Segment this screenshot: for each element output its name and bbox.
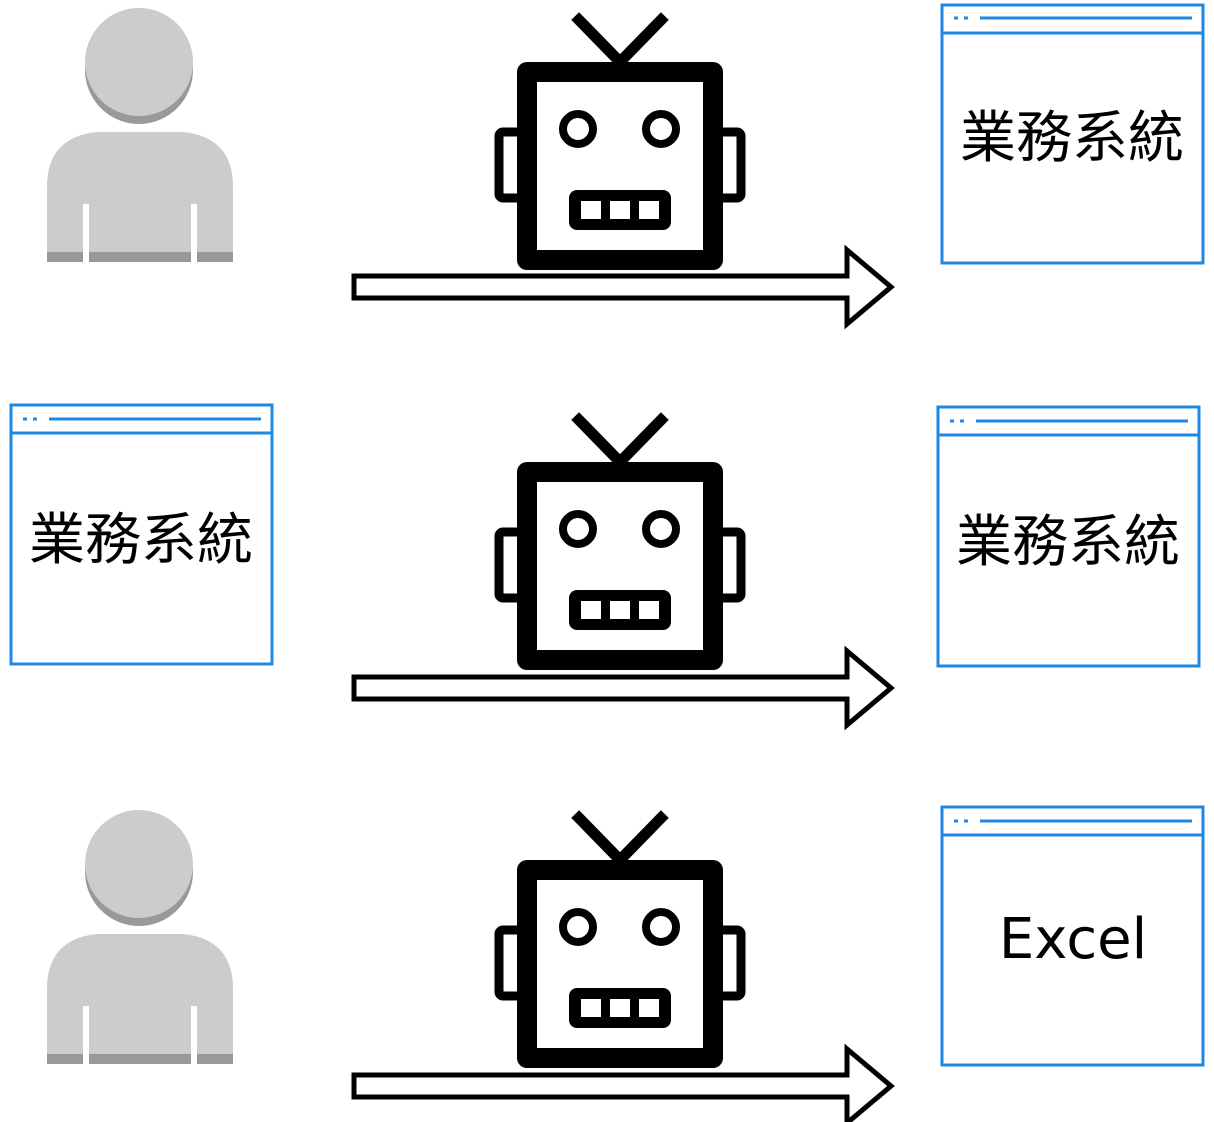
target-window: 業務系統 bbox=[936, 405, 1201, 668]
target-window: Excel bbox=[940, 805, 1205, 1067]
app-window-icon bbox=[940, 3, 1205, 265]
window-label: 業務系統 bbox=[960, 106, 1184, 171]
app-window-icon bbox=[9, 403, 274, 666]
row-3: Excel bbox=[47, 805, 1205, 1122]
target-window: 業務系統 bbox=[940, 3, 1205, 265]
app-window-icon bbox=[940, 805, 1205, 1067]
robot-icon bbox=[499, 20, 741, 270]
user-icon bbox=[47, 810, 233, 1064]
row-1: 業務系統 bbox=[47, 3, 1205, 324]
robot-icon bbox=[499, 420, 741, 670]
row-2: 業務系統 業務系統 bbox=[9, 403, 1201, 725]
window-label: 業務系統 bbox=[956, 510, 1180, 575]
window-label: Excel bbox=[999, 907, 1147, 972]
user-icon bbox=[47, 8, 233, 262]
window-label: 業務系統 bbox=[29, 508, 253, 573]
source-window: 業務系統 bbox=[9, 403, 274, 666]
app-window-icon bbox=[936, 405, 1201, 668]
robot-icon bbox=[499, 818, 741, 1068]
